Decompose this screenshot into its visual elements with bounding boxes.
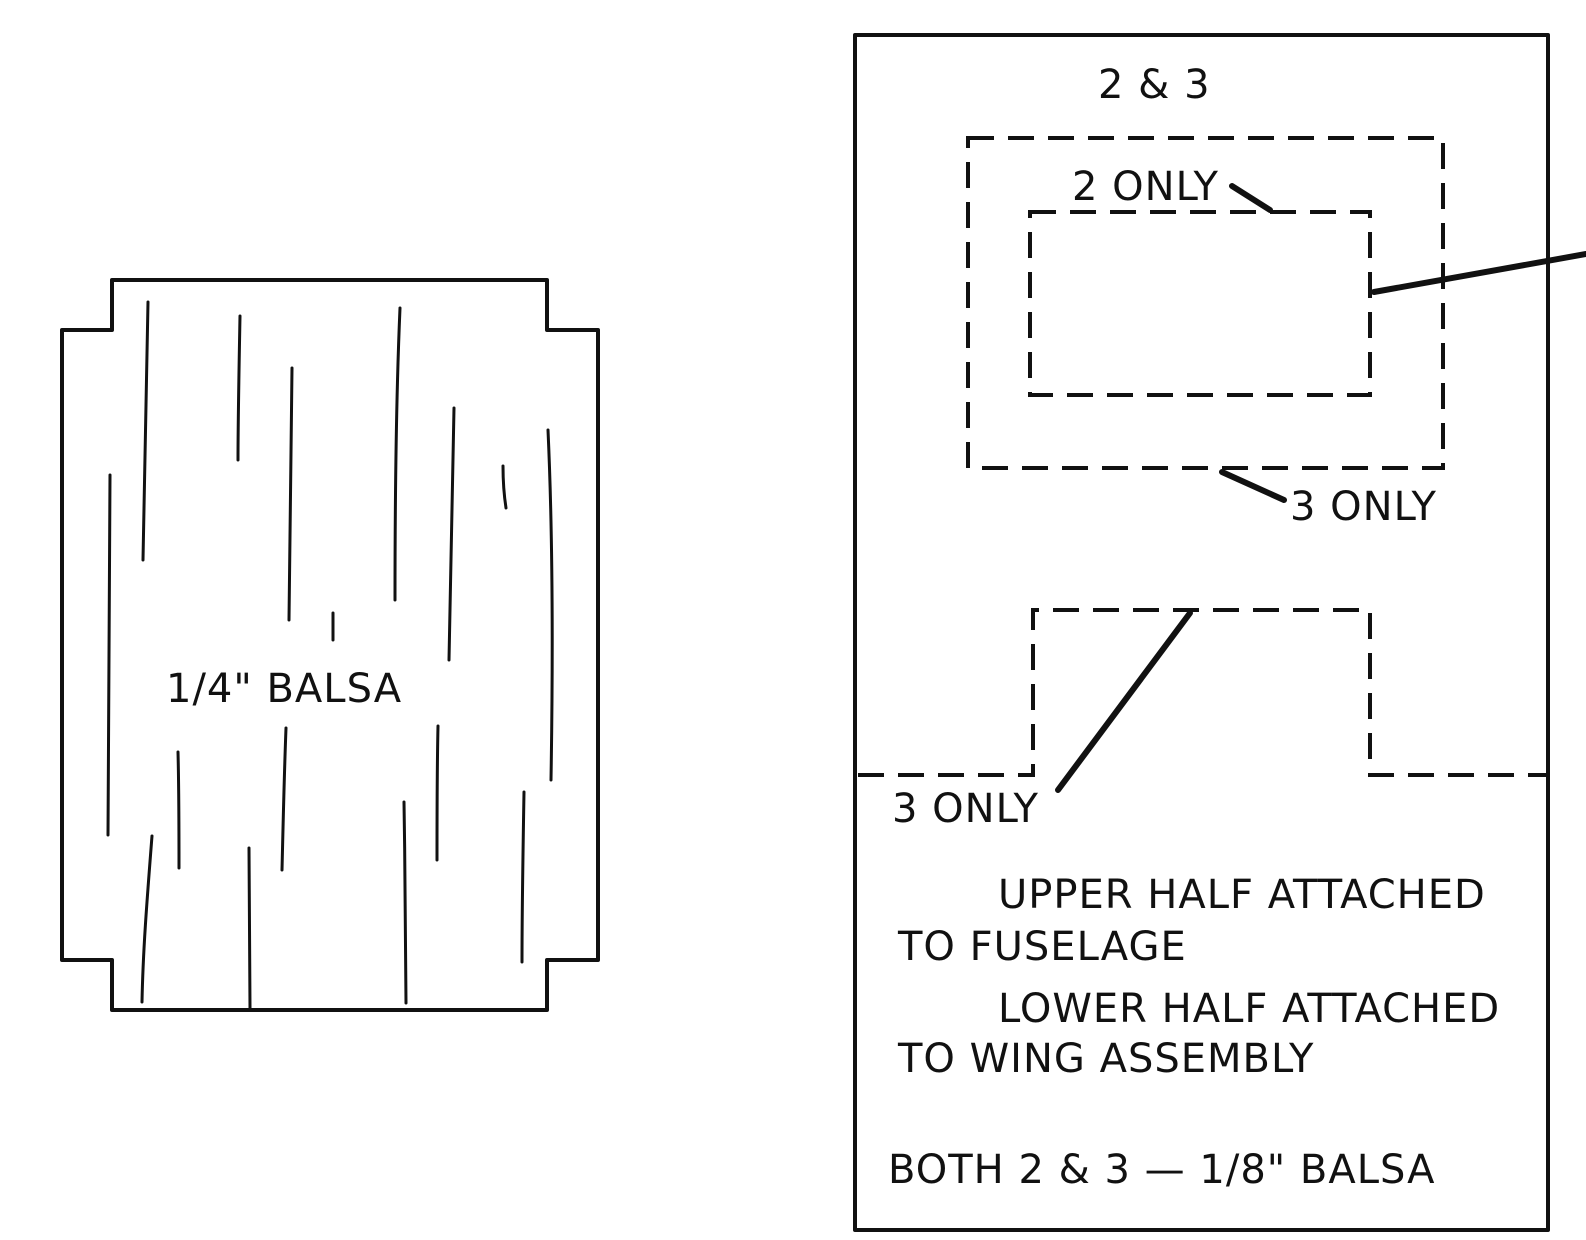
cutout-2-only-outline <box>1028 210 1372 397</box>
balsa-block-part: 1/4" BALSA <box>60 278 600 1012</box>
inner-cutout-label: 2 ONLY <box>1072 164 1219 210</box>
balsa-block-label: 1/4" BALSA <box>166 666 402 712</box>
cutout-3-only-outline <box>966 136 1445 470</box>
material-note: BOTH 2 & 3 — 1/8" BALSA <box>888 1147 1435 1193</box>
balsa-block-outline <box>60 278 600 1012</box>
note-upper-line2: TO FUSELAGE <box>897 924 1187 970</box>
note-lower-line1: LOWER HALF ATTACHED <box>998 986 1500 1032</box>
notch-label: 3 ONLY <box>892 786 1039 832</box>
bulkhead-part: 2 & 3 2 ONLY 3 ONLY 3 ONLY UPPER HALF AT… <box>853 33 1586 1232</box>
outer-cutout-label: 3 ONLY <box>1290 484 1437 530</box>
outer-cutout-leader <box>1219 469 1287 503</box>
bulkhead-outline <box>853 33 1550 1232</box>
notch-dashed-line <box>858 608 1548 777</box>
notch-leader <box>1055 610 1193 793</box>
inner-cutout-leader <box>1229 183 1273 213</box>
bulkhead-top-label: 2 & 3 <box>1098 62 1211 108</box>
side-leader <box>1371 251 1586 295</box>
wood-grain-lines <box>106 300 554 1010</box>
note-upper-line1: UPPER HALF ATTACHED <box>998 872 1486 918</box>
note-lower-line2: TO WING ASSEMBLY <box>897 1036 1314 1082</box>
